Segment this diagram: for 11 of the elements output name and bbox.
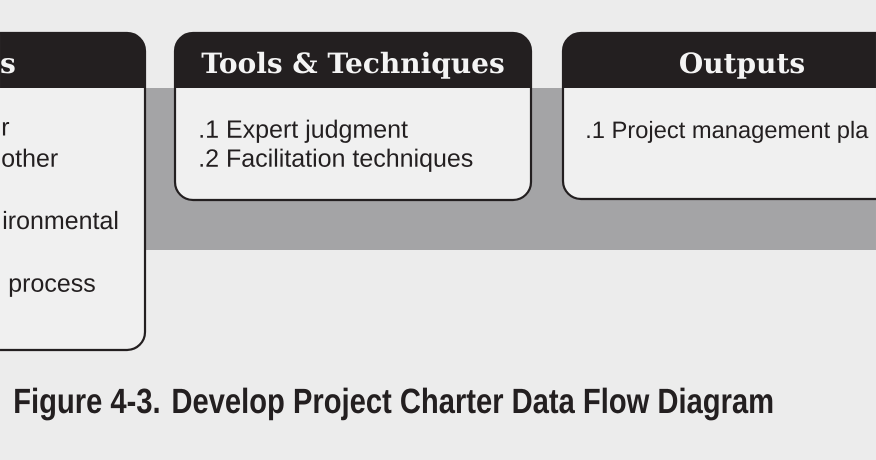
list-item: ironmental bbox=[4, 210, 118, 230]
box-heading: Tools & Techniques bbox=[202, 52, 504, 79]
list-item: r bbox=[2, 122, 10, 136]
box-heading: s bbox=[1, 58, 15, 74]
list-item: .2 Facilitation techniques bbox=[200, 148, 472, 172]
list-item: process bbox=[10, 278, 95, 297]
list-item: other bbox=[2, 148, 58, 167]
list-item: .1 Expert judgment bbox=[200, 120, 408, 143]
list-item: .1 Project management pla bbox=[587, 120, 868, 143]
box-heading: Outputs bbox=[680, 52, 804, 79]
figure-caption: Figure 4-3. Develop Project Charter Data Flow Diagram bbox=[15, 388, 772, 420]
